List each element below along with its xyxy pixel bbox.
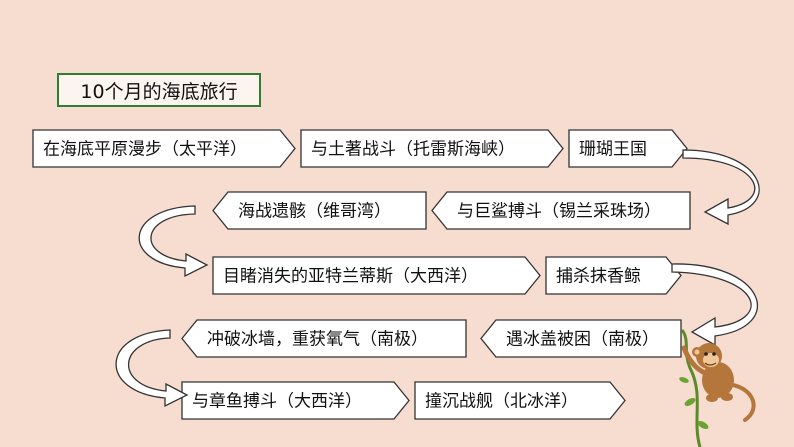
step-arrow-7 [545,256,682,295]
step-label-2: 与土著战斗（托雷斯海峡） [311,140,515,160]
step-label-8: 遇冰盖被困（南极） [506,330,659,350]
connector-arrow-left-1 [138,205,209,278]
step-arrow-6 [212,256,541,295]
step-arrow-11 [414,381,626,420]
step-arrow-10 [181,381,410,420]
step-arrow-8 [480,319,682,358]
step-label-3: 珊瑚王国 [579,140,647,160]
step-label-9: 冲破冰墙，重获氧气（南极） [207,330,428,350]
step-label-10: 与章鱼搏斗（大西洋） [192,392,362,412]
page-title: 10个月的海底旅行 [57,73,261,107]
connector-arrow-right-1 [682,149,760,226]
step-arrow-3 [568,129,688,168]
step-arrow-1 [32,129,296,168]
step-arrow-2 [300,129,564,168]
step-label-1: 在海底平原漫步（太平洋） [43,140,247,160]
monkey-decoration [679,329,756,447]
step-arrow-5 [212,191,427,230]
step-label-7: 捕杀抹香鲸 [556,267,641,287]
step-arrow-4 [431,191,691,230]
connector-arrow-left-2 [115,329,189,408]
step-arrow-9 [181,319,467,358]
step-label-4: 与巨鲨搏斗（锡兰采珠场） [457,202,661,222]
step-arrows: 在海底平原漫步（太平洋） 与土著战斗（托雷斯海峡） 珊瑚王国与巨鲨搏斗（锡兰采珠场）… [32,129,691,420]
step-label-5: 海战遗骸（维哥湾） [238,202,391,222]
step-label-6: 目睹消失的亚特兰蒂斯（大西洋） [223,267,478,287]
step-label-11: 撞沉战舰（北冰洋） [425,392,578,412]
